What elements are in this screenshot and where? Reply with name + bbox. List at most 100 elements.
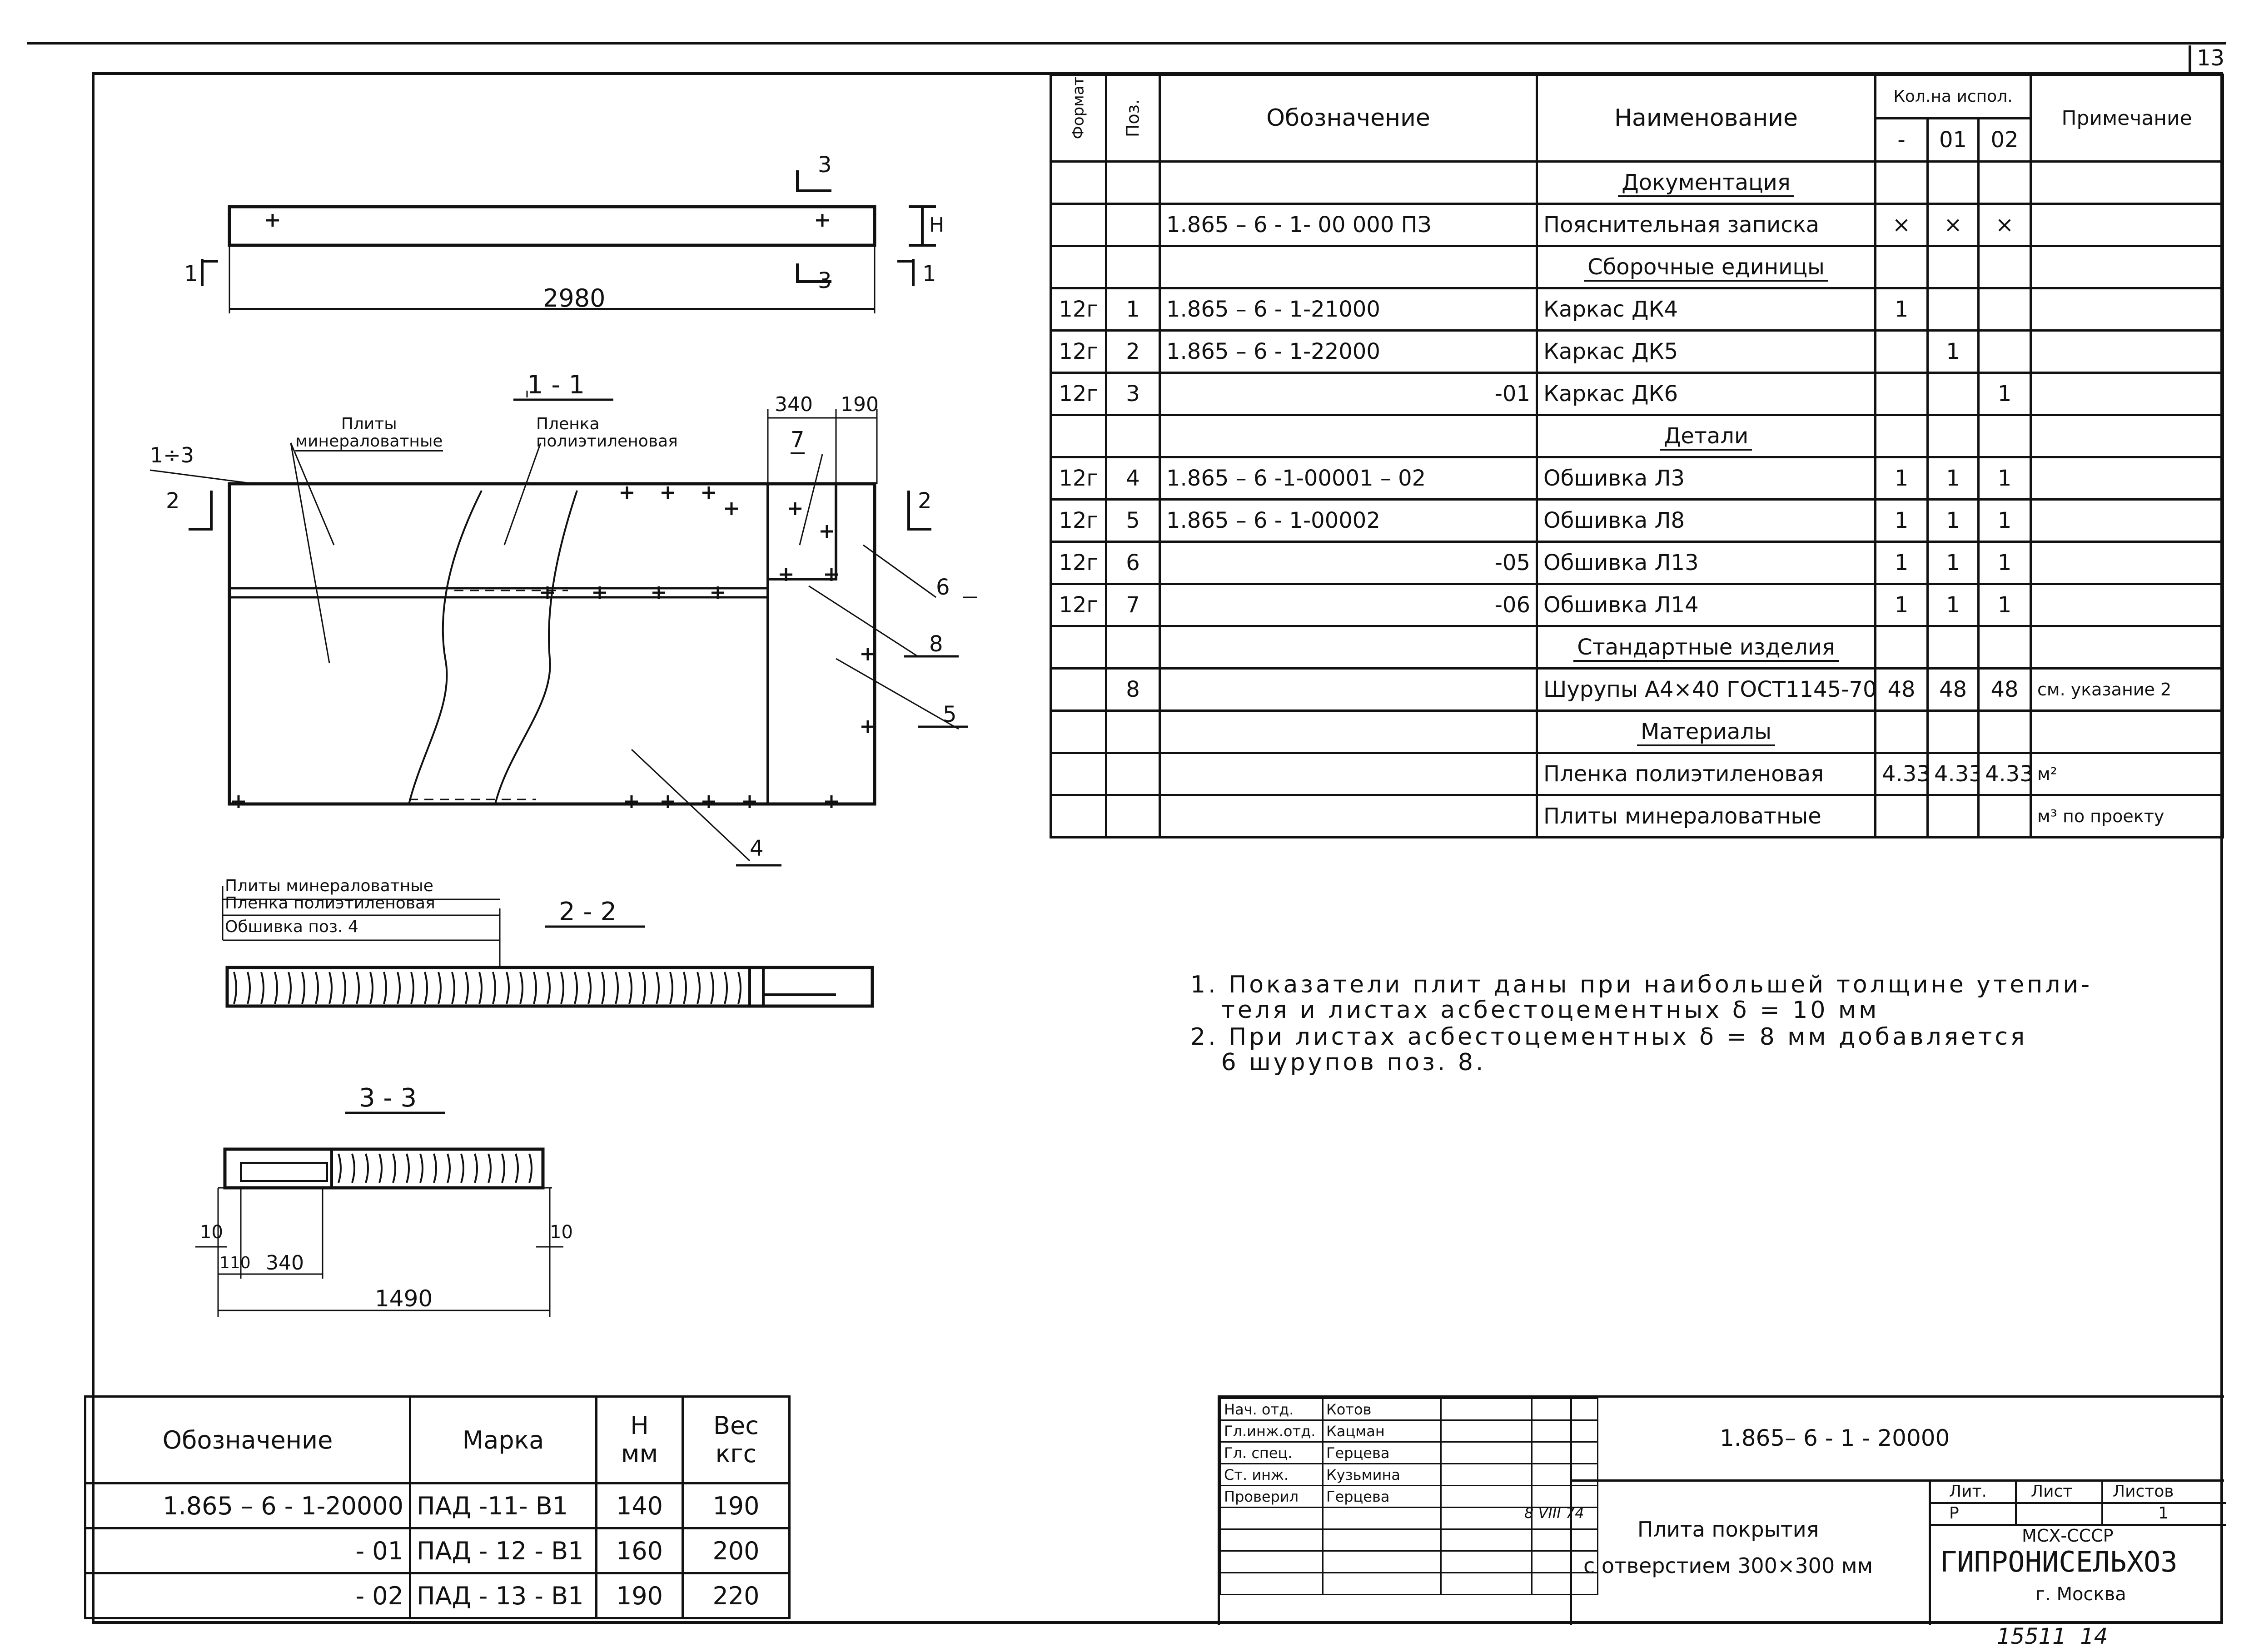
- marks-header-row: Обозначение Марка Н мм Вес кгс: [84, 1395, 791, 1484]
- screw-mark: [652, 586, 665, 599]
- org-city: г. Москва: [2035, 1584, 2126, 1605]
- spec-cell-pos: 8: [1105, 667, 1161, 712]
- spec-cell-format: 12г: [1050, 583, 1107, 627]
- spec-cell-empty: [2030, 709, 2224, 754]
- spec-cell-format: 12г: [1050, 498, 1107, 543]
- screw-mark: [825, 568, 838, 581]
- spec-cell-designation: -06: [1159, 583, 1538, 627]
- signer-cell-empty: [1220, 1507, 1324, 1530]
- signer-role: Ст. инж.: [1220, 1463, 1324, 1486]
- spec-section-row: Документация: [1050, 160, 2224, 205]
- spec-cell-note: [2030, 203, 2224, 247]
- spec-cell-q2: 1: [1977, 498, 2032, 543]
- spec-cell-empty: [1159, 245, 1538, 289]
- spec-cell-format: [1050, 752, 1107, 796]
- org-name: ГИПРОНИСЕЛЬХОЗ: [1940, 1545, 2178, 1578]
- marks-header-h: Н мм: [595, 1395, 684, 1484]
- spec-cell-designation: 1.865 – 6 - 1-22000: [1159, 329, 1538, 374]
- spec-cell-note: м²: [2030, 752, 2224, 796]
- spec-cell-q0: 1: [1874, 456, 1929, 501]
- callout-8: 8: [929, 631, 943, 657]
- screw-mark: [816, 214, 829, 227]
- callout-5: 5: [943, 702, 957, 727]
- label-range: 1÷3: [150, 443, 194, 467]
- spec-cell-q2: [1977, 794, 2032, 838]
- spec-cell-q1: [1926, 794, 1980, 838]
- screw-mark: [725, 502, 738, 515]
- signer-row: Гл.инж.отд.Кацман: [1220, 1419, 1598, 1443]
- spec-cell-name: Обшивка Л8: [1536, 498, 1876, 543]
- spec-cell-empty: [1105, 160, 1161, 205]
- screw-mark: [541, 586, 554, 599]
- spec-section-label: Материалы: [1637, 719, 1775, 746]
- section-2-layer-3: Обшивка поз. 4: [225, 918, 358, 936]
- signer-row: Нач. отд.Котов: [1220, 1398, 1598, 1421]
- spec-cell-pos: 4: [1105, 456, 1161, 501]
- spec-cell-empty: [2030, 245, 2224, 289]
- signer-cell-empty: [1440, 1485, 1533, 1508]
- spec-cell-designation: -05: [1159, 541, 1538, 585]
- signer-cell-empty: [1440, 1398, 1533, 1421]
- screw-mark: [266, 214, 279, 227]
- screw-mark: [861, 720, 874, 733]
- spec-cell-q2: 1: [1977, 372, 2032, 416]
- screw-mark: [825, 795, 838, 808]
- screw-mark: [621, 486, 633, 499]
- label-film: Пленка полиэтиленовая: [536, 415, 678, 451]
- spec-cell-note: см. указание 2: [2030, 667, 2224, 712]
- signer-name: Герцева: [1322, 1441, 1442, 1464]
- section-3-dim-340: 340: [266, 1251, 304, 1275]
- spec-cell-name: Каркас ДК4: [1536, 287, 1876, 332]
- screw-mark: [625, 795, 638, 808]
- spec-cell-name: Плиты минераловатные: [1536, 794, 1876, 838]
- signer-row: Ст. инж.Кузьмина: [1220, 1463, 1598, 1486]
- spec-cell-q0: ×: [1874, 203, 1929, 247]
- screw-mark: [789, 502, 801, 515]
- spec-cell-empty: [1926, 625, 1980, 670]
- spec-cell-empty: [1926, 709, 1980, 754]
- spec-cell-note: м³ по проекту: [2030, 794, 2224, 838]
- signer-cell-empty: [1220, 1550, 1324, 1573]
- signer-cell-empty: [1440, 1550, 1533, 1573]
- signer-cell-empty: [1531, 1441, 1598, 1464]
- signer-cell-empty: [1220, 1572, 1324, 1595]
- spec-section-label: Стандартные изделия: [1573, 635, 1839, 662]
- signer-name: Кузьмина: [1322, 1463, 1442, 1486]
- signer-name: Котов: [1322, 1398, 1442, 1421]
- drawing-code: 1.865– 6 - 1 - 20000: [1720, 1425, 1950, 1451]
- spec-cell-name: Шурупы А4×40 ГОСТ1145-70: [1536, 667, 1876, 712]
- dim-h-label: H: [929, 213, 945, 237]
- spec-cell-empty: [1977, 245, 2032, 289]
- signer-row: [1220, 1572, 1598, 1595]
- marks-cell-weight: 190: [682, 1482, 791, 1529]
- spec-cell-note: [2030, 329, 2224, 374]
- spec-cell-pos: [1105, 752, 1161, 796]
- spec-cell-empty: [1874, 625, 1929, 670]
- spec-cell-q0: 4.33: [1874, 752, 1929, 796]
- spec-cell-empty: [1105, 414, 1161, 458]
- signer-cell-empty: [1531, 1398, 1598, 1421]
- spec-cell-format: 12г: [1050, 372, 1107, 416]
- drawing-title: Плита покрытия с отверстием 300×300 мм: [1583, 1517, 1873, 1578]
- signer-cell-empty: [1220, 1528, 1324, 1552]
- spec-cell-empty: [1977, 160, 2032, 205]
- signer-name: Кацман: [1322, 1419, 1442, 1443]
- spec-section-title: Документация: [1536, 160, 1876, 205]
- note-1: 1. Показатели плит даны при наибольшей т…: [1190, 971, 2093, 1024]
- spec-cell-q2: 48: [1977, 667, 2032, 712]
- spec-cell-q1: 1: [1926, 456, 1980, 501]
- section-3-dim-10-left: 10: [200, 1222, 223, 1243]
- marks-cell-designation: - 02: [84, 1572, 411, 1619]
- spec-cell-q2: 1: [1977, 541, 2032, 585]
- spec-cell-q2: [1977, 287, 2032, 332]
- spec-cell-q1: 1: [1926, 583, 1980, 627]
- spec-cell-designation: 1.865 – 6 - 1-00002: [1159, 498, 1538, 543]
